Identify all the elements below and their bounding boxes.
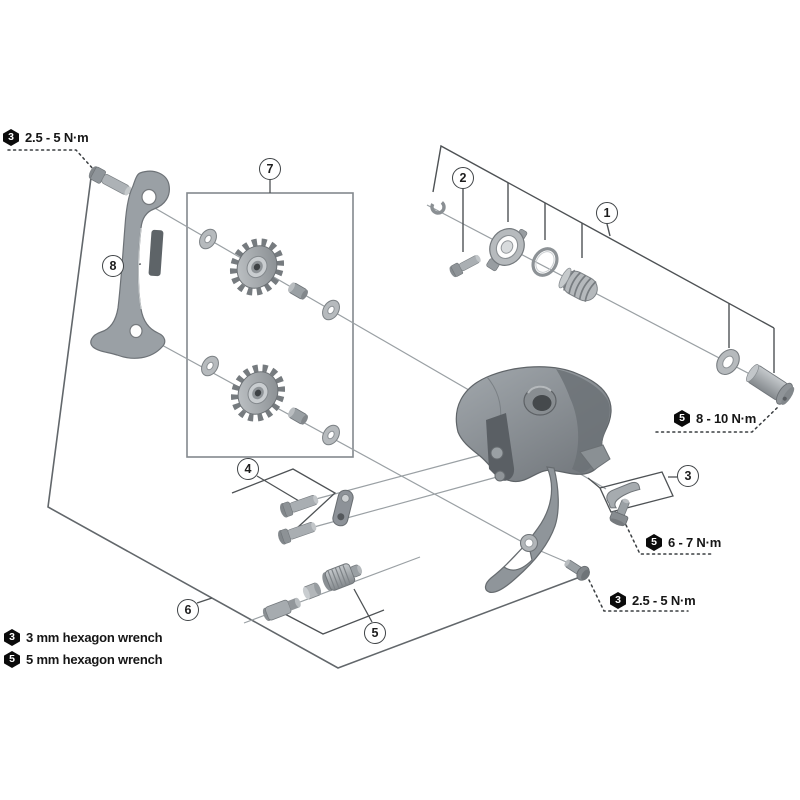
legend-3mm-wrench: 3 3 mm hexagon wrench	[4, 629, 163, 646]
group-3-bracket	[587, 471, 677, 513]
callout-2-number: 2	[459, 170, 467, 185]
legend-5mm-wrench: 5 5 mm hexagon wrench	[4, 651, 163, 668]
hex-wrench-3-badge: 3	[3, 129, 19, 146]
hex-wrench-5-badge: 5	[674, 410, 690, 427]
callout-7: 7	[259, 158, 281, 180]
callout-1: 1	[596, 202, 618, 224]
cable-fixing-bolt-drawing	[609, 498, 630, 527]
cable-adjuster-drawing	[262, 563, 363, 622]
callout-4: 4	[237, 458, 259, 480]
callout-2: 2	[452, 167, 474, 189]
bracket-axle-drawing	[746, 364, 795, 405]
group-5-bracket	[280, 588, 385, 635]
cable-fixing-plate-drawing	[606, 481, 641, 509]
hex-wrench-5-badge: 5	[4, 651, 20, 668]
callout-3-number: 3	[684, 468, 692, 483]
callout-8-number: 8	[109, 258, 117, 273]
group-6-outline	[47, 169, 581, 669]
callout-5-number: 5	[371, 625, 379, 640]
callout-5: 5	[364, 622, 386, 644]
torque-label-b-screw: 3 2.5 - 5 N·m	[610, 592, 696, 609]
axle-washer-drawing	[716, 348, 740, 376]
torque-value: 2.5 - 5 N·m	[25, 130, 89, 145]
legend-text: 3 mm hexagon wrench	[26, 630, 163, 645]
hex-wrench-5-badge: 5	[646, 534, 662, 551]
plate-axle-bolt-drawing	[88, 166, 131, 196]
group-1-bracket	[432, 144, 775, 373]
plate-link-drawing	[332, 489, 354, 527]
plate-screws-drawing	[275, 491, 321, 547]
callout-8: 8	[102, 255, 124, 277]
outer-plate-drawing	[484, 466, 559, 593]
callout-4-number: 4	[244, 461, 252, 476]
derailleur-body-drawing	[455, 366, 612, 483]
group-4-bracket	[231, 468, 337, 529]
o-ring-drawing	[531, 247, 559, 277]
torque-value: 6 - 7 N·m	[668, 535, 722, 550]
torque-label-plate-bolt: 3 2.5 - 5 N·m	[3, 129, 89, 146]
callout-7-number: 7	[266, 161, 274, 176]
callout-6: 6	[177, 599, 199, 621]
torque-leader-lines	[7, 149, 779, 612]
torque-value: 8 - 10 N·m	[696, 411, 757, 426]
hex-wrench-3-badge: 3	[610, 592, 626, 609]
tension-spring-drawing	[558, 267, 598, 302]
hex-wrench-3-badge: 3	[4, 629, 20, 646]
torque-label-cable-bolt: 5 6 - 7 N·m	[646, 534, 721, 551]
cover-plate-drawing	[486, 228, 528, 272]
c-clip-drawing	[430, 199, 446, 215]
legend-text: 5 mm hexagon wrench	[26, 652, 163, 667]
inner-plate-drawing	[90, 170, 170, 359]
callout-3: 3	[677, 465, 699, 487]
torque-label-axle: 5 8 - 10 N·m	[674, 410, 756, 427]
b-tension-screw-drawing	[564, 559, 590, 581]
callout-6-number: 6	[184, 602, 192, 617]
callout-1-number: 1	[603, 205, 611, 220]
stopper-bolt-drawing	[449, 254, 481, 278]
torque-value: 2.5 - 5 N·m	[632, 593, 696, 608]
